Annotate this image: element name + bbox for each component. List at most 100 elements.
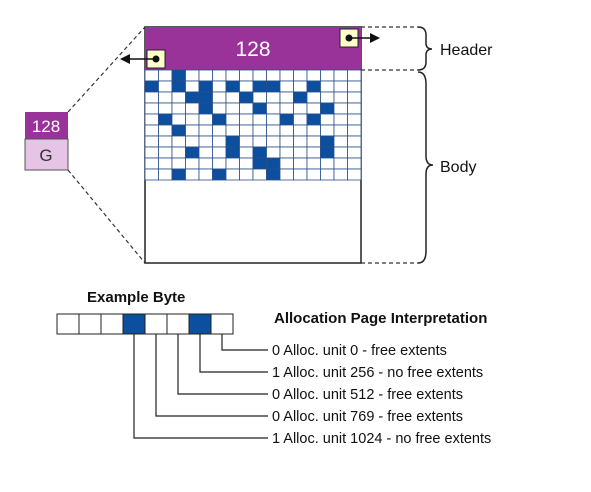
example-bit-2 xyxy=(100,313,124,335)
grid-cell-free xyxy=(333,146,348,159)
grid-cell-free xyxy=(347,157,362,170)
grid-cell-free xyxy=(225,113,240,126)
grid-cell-allocated xyxy=(171,80,186,93)
grid-cell-free xyxy=(347,91,362,104)
page-header-value: 128 xyxy=(235,38,270,61)
grid-cell-free xyxy=(239,157,254,170)
grid-cell-free xyxy=(198,146,213,159)
grid-cell-free xyxy=(333,135,348,148)
grid-cell-allocated xyxy=(171,168,186,181)
grid-cell-free xyxy=(279,69,294,82)
grid-cell-allocated xyxy=(158,113,173,126)
header-label: Header xyxy=(440,42,493,59)
grid-cell-free xyxy=(320,91,335,104)
grid-cell-free xyxy=(333,91,348,104)
grid-cell-free xyxy=(158,80,173,93)
example-bit-4 xyxy=(144,313,168,335)
example-byte-title: Example Byte xyxy=(87,289,185,306)
grid-cell-free xyxy=(198,135,213,148)
grid-cell-free xyxy=(144,113,159,126)
example-bit-0 xyxy=(56,313,80,335)
grid-cell-allocated xyxy=(252,80,267,93)
grid-cell-free xyxy=(212,91,227,104)
grid-cell-free xyxy=(293,168,308,181)
interpretation-text-2: 0 Alloc. unit 512 - free extents xyxy=(272,387,463,403)
grid-cell-free xyxy=(279,146,294,159)
grid-cell-free xyxy=(293,113,308,126)
grid-cell-free xyxy=(279,124,294,137)
grid-cell-free xyxy=(212,135,227,148)
grid-cell-free xyxy=(347,124,362,137)
grid-cell-free xyxy=(225,124,240,137)
example-bit-6 xyxy=(188,313,212,335)
interpretation-connector-0 xyxy=(221,334,268,351)
grid-cell-free xyxy=(144,124,159,137)
grid-cell-free xyxy=(279,102,294,115)
grid-cell-free xyxy=(293,124,308,137)
grid-cell-free xyxy=(252,113,267,126)
grid-cell-free xyxy=(252,168,267,181)
grid-cell-free xyxy=(293,80,308,93)
grid-cell-free xyxy=(144,69,159,82)
grid-cell-free xyxy=(212,146,227,159)
interpretation-text-4: 1 Alloc. unit 1024 - no free extents xyxy=(272,431,491,447)
grid-cell-free xyxy=(144,157,159,170)
stub-body-label: G xyxy=(39,146,52,165)
grid-cell-free xyxy=(198,113,213,126)
grid-cell-free xyxy=(185,69,200,82)
grid-cell-free xyxy=(333,113,348,126)
grid-cell-free xyxy=(293,69,308,82)
grid-cell-free xyxy=(347,69,362,82)
grid-cell-allocated xyxy=(320,135,335,148)
grid-cell-free xyxy=(225,69,240,82)
grid-cell-free xyxy=(225,157,240,170)
grid-cell-free xyxy=(239,113,254,126)
grid-cell-free xyxy=(171,146,186,159)
grid-cell-free xyxy=(158,124,173,137)
interpretation-connector-1 xyxy=(199,334,268,373)
grid-cell-free xyxy=(293,157,308,170)
grid-cell-allocated xyxy=(185,146,200,159)
grid-cell-free xyxy=(144,168,159,181)
grid-cell-allocated xyxy=(198,102,213,115)
grid-cell-free xyxy=(347,135,362,148)
grid-cell-free xyxy=(239,135,254,148)
grid-cell-free xyxy=(266,69,281,82)
grid-cell-free xyxy=(266,146,281,159)
grid-cell-free xyxy=(252,69,267,82)
grid-cell-free xyxy=(185,113,200,126)
grid-cell-free xyxy=(266,102,281,115)
grid-cell-allocated xyxy=(185,91,200,104)
grid-cell-free xyxy=(306,124,321,137)
zoom-line-bottom xyxy=(67,169,146,264)
grid-cell-free xyxy=(266,135,281,148)
grid-cell-free xyxy=(185,157,200,170)
grid-cell-free xyxy=(185,102,200,115)
grid-cell-free xyxy=(306,135,321,148)
grid-cell-free xyxy=(144,135,159,148)
interpretation-text-3: 0 Alloc. unit 769 - free extents xyxy=(272,409,463,425)
grid-cell-free xyxy=(171,157,186,170)
body-label: Body xyxy=(440,159,476,176)
grid-cell-free xyxy=(306,157,321,170)
grid-cell-free xyxy=(225,168,240,181)
header-brace xyxy=(417,26,433,71)
grid-cell-allocated xyxy=(198,91,213,104)
grid-cell-free xyxy=(158,69,173,82)
grid-cell-allocated xyxy=(320,102,335,115)
grid-cell-free xyxy=(333,80,348,93)
grid-cell-free xyxy=(333,69,348,82)
grid-cell-allocated xyxy=(293,91,308,104)
grid-cell-free xyxy=(320,124,335,137)
prev-pointer-arrow-head xyxy=(120,54,130,64)
grid-cell-allocated xyxy=(225,135,240,148)
grid-cell-allocated xyxy=(225,146,240,159)
grid-cell-free xyxy=(333,157,348,170)
grid-cell-free xyxy=(158,157,173,170)
interpretation-text-0: 0 Alloc. unit 0 - free extents xyxy=(272,343,447,359)
grid-cell-allocated xyxy=(279,113,294,126)
grid-cell-allocated xyxy=(212,113,227,126)
grid-cell-free xyxy=(158,146,173,159)
grid-cell-allocated xyxy=(198,80,213,93)
grid-cell-free xyxy=(266,124,281,137)
